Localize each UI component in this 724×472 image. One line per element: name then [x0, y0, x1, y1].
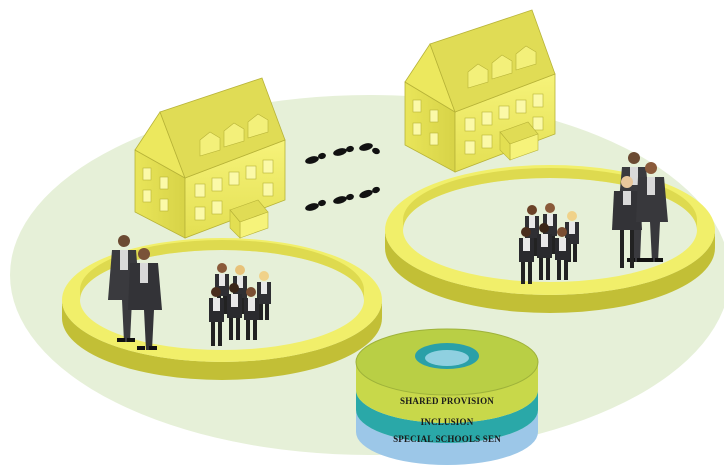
- school-building-icon: [134, 77, 286, 239]
- ring-layer-inclusion: [356, 390, 538, 443]
- label-shared-provision: SHARED PROVISION: [400, 396, 494, 406]
- footprints-icon: [305, 143, 380, 211]
- label-special-schools-sen: SPECIAL SCHOOLS SEN: [393, 434, 501, 444]
- ring-layer-shared: [356, 362, 538, 423]
- school-building-icon: [404, 9, 556, 173]
- teacher-pair-icon: [612, 152, 668, 268]
- ring-layer-sen: [356, 410, 538, 465]
- teacher-pair-icon: [108, 235, 162, 350]
- pupil-group-icon: [519, 203, 579, 284]
- layered-ring-icon: SHARED PROVISION INCLUSION SPECIAL SCHOO…: [355, 328, 539, 465]
- pupil-group-icon: [209, 263, 271, 346]
- label-inclusion: INCLUSION: [421, 417, 474, 427]
